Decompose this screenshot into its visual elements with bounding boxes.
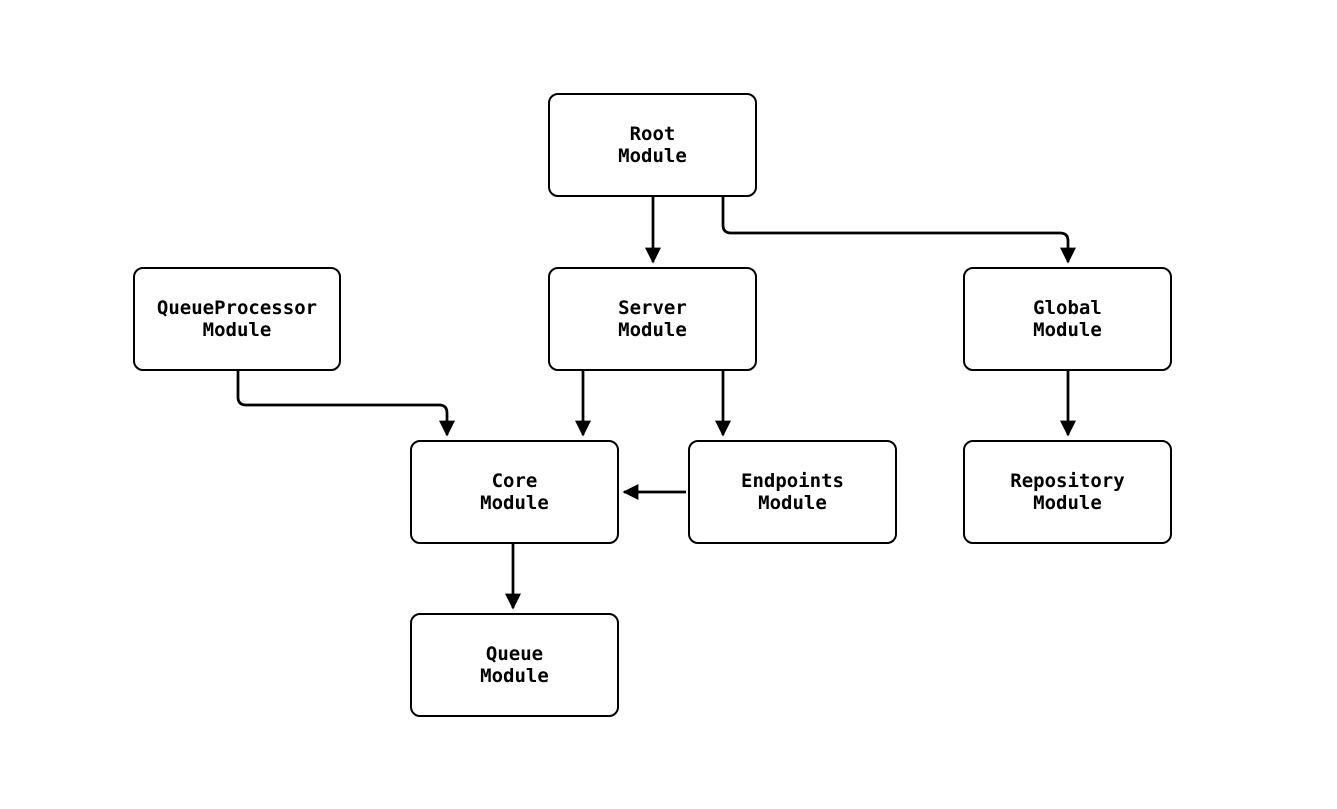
node-server-module: Server Module <box>548 267 757 371</box>
node-queueprocessor-module: QueueProcessor Module <box>133 267 341 371</box>
edge-root-to-global <box>721 197 1076 264</box>
edge-queueprocessor-to-core <box>236 371 455 437</box>
node-label-line: Module <box>202 319 272 341</box>
node-queue-module: Queue Module <box>410 613 619 717</box>
node-label-line: Module <box>1033 492 1102 514</box>
node-global-module: Global Module <box>963 267 1172 371</box>
node-label-line: Repository <box>1010 470 1125 492</box>
node-label-line: Server <box>618 297 687 319</box>
node-repository-module: Repository Module <box>963 440 1172 544</box>
node-label-line: QueueProcessor <box>156 297 318 319</box>
node-endpoints-module: Endpoints Module <box>688 440 897 544</box>
node-root-module: Root Module <box>548 93 757 197</box>
node-label-line: Root <box>629 123 676 145</box>
node-label-line: Module <box>480 665 549 687</box>
node-label-line: Global <box>1033 297 1102 319</box>
node-label-line: Endpoints <box>741 470 844 492</box>
node-label-line: Module <box>618 145 687 167</box>
node-core-module: Core Module <box>410 440 619 544</box>
node-label-line: Module <box>618 319 687 341</box>
node-label-line: Module <box>758 492 827 514</box>
node-label-line: Module <box>480 492 549 514</box>
node-label-line: Queue <box>485 643 544 665</box>
node-label-line: Module <box>1033 319 1102 341</box>
node-label-line: Core <box>491 470 538 492</box>
